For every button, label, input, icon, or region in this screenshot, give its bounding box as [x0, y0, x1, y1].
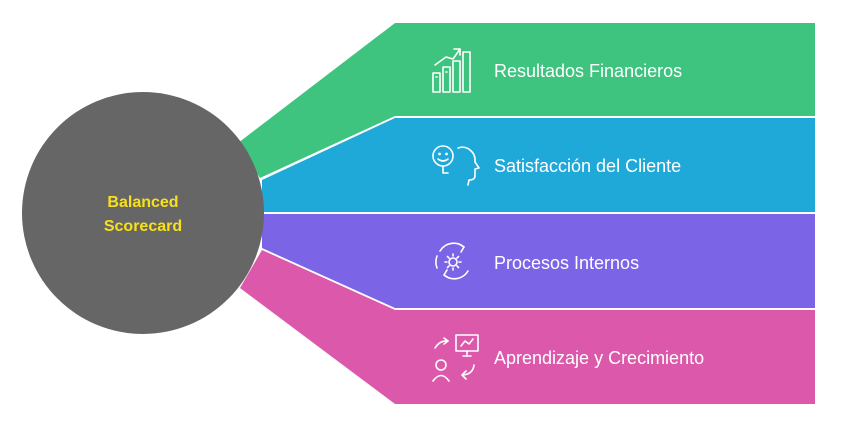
band-internal-processes-label: Procesos Internos — [494, 253, 639, 273]
band-internal-processes-shape — [262, 214, 815, 308]
band-financial-results-shape — [238, 23, 815, 178]
balanced-scorecard-hub: Balanced Scorecard — [22, 92, 264, 334]
hub-title-line-1: Balanced — [107, 194, 178, 211]
band-customer-satisfaction: Satisfacción del Cliente — [262, 118, 815, 212]
band-customer-satisfaction-label: Satisfacción del Cliente — [494, 156, 681, 176]
band-learning-growth-shape — [240, 250, 815, 404]
band-internal-processes: Procesos Internos — [262, 214, 815, 308]
hub-title-line-2: Scorecard — [104, 218, 182, 235]
band-financial-results-label: Resultados Financieros — [494, 61, 682, 81]
smiling-profile-icon — [432, 145, 480, 186]
band-learning-growth-label: Aprendizaje y Crecimiento — [494, 348, 704, 368]
band-customer-satisfaction-shape — [262, 118, 815, 212]
band-financial-results: Resultados Financieros — [238, 23, 815, 178]
hub-circle — [22, 92, 264, 334]
band-learning-growth: Aprendizaje y Crecimiento — [240, 250, 815, 404]
learning-presentation-icon — [432, 334, 479, 382]
process-cycle-gear-icon — [435, 242, 469, 280]
growth-chart-icon — [432, 48, 471, 93]
